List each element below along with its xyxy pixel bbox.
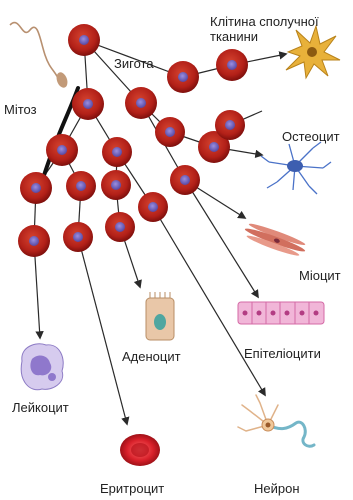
- cell-17: [105, 212, 135, 242]
- zygote-cell: [68, 24, 100, 56]
- myocyte-label: Міоцит: [299, 268, 341, 283]
- cell-13: [170, 165, 200, 195]
- zygote-label: Зигота: [114, 56, 154, 71]
- cell-7: [155, 117, 185, 147]
- mitosis-label: Мітоз: [4, 102, 37, 117]
- cell-3: [167, 61, 199, 93]
- neuron-cell: [238, 395, 314, 446]
- leukocyte-cell: [21, 344, 63, 390]
- cell-15: [18, 225, 50, 257]
- epithelial-cells: [238, 302, 324, 324]
- cell-16: [63, 222, 93, 252]
- adenocyte-cell: [146, 292, 174, 340]
- cell-12: [101, 170, 131, 200]
- erythrocyte-cell: [120, 434, 160, 466]
- cell-9: [215, 110, 245, 140]
- sperm-cell: [10, 23, 69, 90]
- cell-4: [216, 49, 248, 81]
- neuron-label: Нейрон: [254, 481, 300, 496]
- cell-14: [138, 192, 168, 222]
- cell-2: [125, 87, 157, 119]
- erythrocyte-label: Еритроцит: [100, 481, 164, 496]
- cell-6: [102, 137, 132, 167]
- cell-5: [46, 134, 78, 166]
- myocyte-cell: [242, 221, 308, 260]
- osteocyte-cell: [261, 142, 331, 194]
- connective-tissue-label: Клітина сполучної тканини: [210, 14, 319, 44]
- osteocyte-label: Остеоцит: [282, 129, 340, 144]
- cell-11: [66, 171, 96, 201]
- adenocyte-label: Аденоцит: [122, 349, 181, 364]
- cell-1: [72, 88, 104, 120]
- leukocyte-label: Лейкоцит: [12, 400, 69, 415]
- epithelial-label: Епітеліоцити: [244, 346, 321, 361]
- cell-10: [20, 172, 52, 204]
